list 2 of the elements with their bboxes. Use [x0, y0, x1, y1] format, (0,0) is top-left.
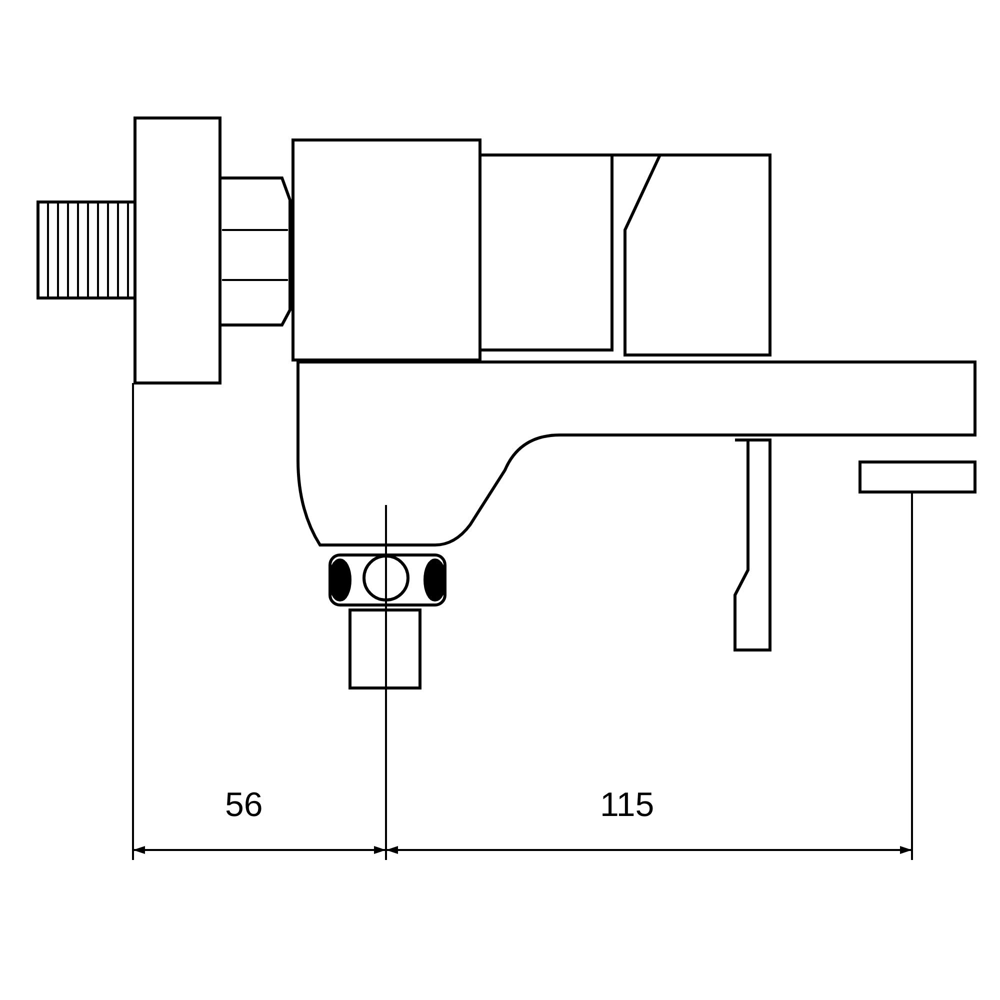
dimension-label: 115: [600, 788, 654, 822]
dimension-label: 56: [225, 788, 263, 822]
